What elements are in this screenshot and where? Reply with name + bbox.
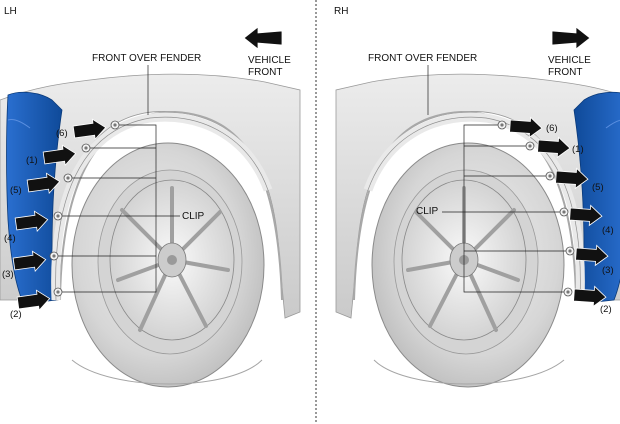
lh-direction-arrow-icon <box>243 26 283 50</box>
rh-direction-arrow-icon <box>551 26 591 50</box>
lh-clip-5-icon <box>63 173 73 183</box>
rh-clip-3-icon <box>565 246 575 256</box>
rh-side-label: RH <box>334 6 348 17</box>
rh-callout-5: (5) <box>592 182 604 193</box>
lh-clip-1-icon <box>81 143 91 153</box>
lh-clip-label: CLIP <box>182 211 205 222</box>
rh-direction-label-line2: FRONT <box>548 67 582 78</box>
lh-side-label: LH <box>4 6 17 17</box>
rh-callout-4: (4) <box>602 225 614 236</box>
rh-direction-label-line1: VEHICLE <box>548 55 591 66</box>
lh-direction-label-line2: FRONT <box>248 67 282 78</box>
rh-clip-label: CLIP <box>416 206 439 217</box>
rh-clip-1-icon <box>525 141 535 151</box>
lh-callout-2: (2) <box>10 309 22 320</box>
lh-clip-2-icon <box>53 287 63 297</box>
lh-callout-6: (6) <box>56 128 68 139</box>
lh-clip-bracket <box>58 124 157 293</box>
lh-callout-5: (5) <box>10 185 22 196</box>
rh-part-label: FRONT OVER FENDER <box>368 53 477 64</box>
rh-callout-2: (2) <box>600 304 612 315</box>
lh-clip-3-icon <box>49 251 59 261</box>
rh-callout-6: (6) <box>546 123 558 134</box>
rh-callout-3: (3) <box>602 265 614 276</box>
lh-clip-6-icon <box>110 120 120 130</box>
lh-callout-1: (1) <box>26 155 38 166</box>
rh-clip-6-icon <box>497 120 507 130</box>
rh-panel: RH FRONT OVER FENDER VEHICLE FRONT CLIP … <box>334 6 620 387</box>
lh-panel: LH FRONT OVER FENDER VEHICLE FRONT CLIP … <box>0 6 300 387</box>
lh-part-label: FRONT OVER FENDER <box>92 53 201 64</box>
rh-clip-2-icon <box>563 287 573 297</box>
rh-clip-bracket <box>463 124 568 293</box>
rh-clip-4-icon <box>559 207 569 217</box>
lh-clip-4-icon <box>53 211 63 221</box>
rh-clip-5-icon <box>545 171 555 181</box>
lh-callout-3: (3) <box>2 269 14 280</box>
rh-callout-1: (1) <box>572 144 584 155</box>
lh-callout-4: (4) <box>4 233 16 244</box>
lh-direction-label-line1: VEHICLE <box>248 55 291 66</box>
